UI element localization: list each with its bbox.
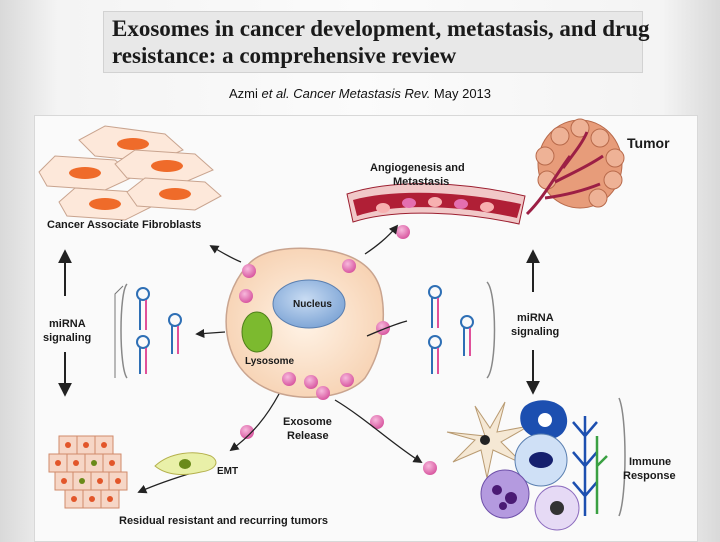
exosome	[239, 289, 253, 303]
immune-label-2: Response	[623, 470, 676, 482]
figure-canvas: Cancer Associate Fibroblasts Angiogenesi…	[38, 118, 676, 531]
citation-date: May 2013	[430, 86, 492, 101]
nucleus-label: Nucleus	[293, 299, 332, 310]
exosome	[396, 225, 410, 239]
exosomes	[239, 225, 437, 475]
title-line-1: Exosomes in cancer development, metastas…	[112, 16, 650, 41]
angiogenesis-label: Angiogenesis and	[370, 162, 465, 174]
exosome	[242, 264, 256, 278]
citation-etal: et al.	[261, 86, 290, 101]
exosome	[376, 321, 390, 335]
blood-vessel-illustration	[346, 183, 526, 225]
exosome	[316, 386, 330, 400]
exosome-release-label-2: Release	[287, 430, 329, 442]
exosome-release-label-1: Exosome	[283, 416, 332, 428]
central-cell	[225, 247, 384, 399]
residual-tumor-cluster	[48, 435, 128, 509]
emt-cell-illustration	[154, 452, 217, 475]
exosome	[342, 259, 356, 273]
immune-cells-illustration	[446, 397, 626, 531]
mirna-left-label-2: signaling	[43, 332, 91, 344]
mirna-right-label-1: miRNA	[517, 312, 554, 324]
exosome-figure: Cancer Associate Fibroblasts Angiogenesi…	[34, 115, 698, 542]
citation-journal: Cancer Metastasis Rev.	[289, 86, 431, 101]
exosome	[240, 425, 254, 439]
fibroblasts-illustration	[38, 125, 222, 221]
citation-authors: Azmi	[228, 86, 262, 101]
lysosome-label: Lysosome	[245, 356, 295, 367]
mirna-hairpins-right	[428, 281, 496, 379]
caf-label: Cancer Associate Fibroblasts	[47, 219, 201, 231]
emt-label: EMT	[217, 466, 238, 477]
exosome	[304, 375, 318, 389]
immune-label-1: Immune	[629, 456, 671, 468]
mirna-signaling-arrows	[58, 249, 540, 397]
exosome	[423, 461, 437, 475]
tumor-label: Tumor	[627, 135, 670, 151]
exosome	[282, 372, 296, 386]
exosome	[370, 415, 384, 429]
title-line-2: resistance: a comprehensive review	[112, 43, 457, 68]
citation: Azmi et al. Cancer Metastasis Rev. May 2…	[0, 86, 720, 101]
mirna-hairpins-left	[114, 283, 182, 379]
residual-tumors-label: Residual resistant and recurring tumors	[119, 515, 328, 527]
nucleus-shape	[272, 279, 346, 329]
mirna-right-label-2: signaling	[511, 326, 559, 338]
lysosome-shape	[241, 311, 273, 353]
tumor-illustration	[525, 118, 625, 216]
metastasis-label: Metastasis	[393, 176, 449, 188]
title-banner: Exosomes in cancer development, metastas…	[103, 11, 650, 73]
mirna-left-label-1: miRNA	[49, 318, 86, 330]
exosome	[340, 373, 354, 387]
